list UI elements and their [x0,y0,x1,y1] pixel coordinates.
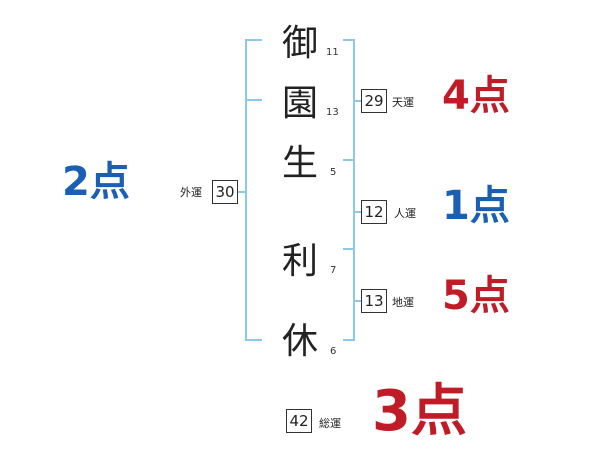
stroke-count-3: 5 [330,167,337,178]
name-char-3: 生 [282,143,319,184]
tenun-label: 天運 [392,96,414,109]
jinun-bracket [343,159,355,250]
gaiun-score: 2点 [62,159,130,205]
chiun-value-box: 13 [361,289,387,313]
stroke-count-4: 7 [330,265,337,276]
chiun-score: 5点 [442,273,510,319]
stroke-count-5: 6 [330,346,337,357]
souun-score: 3点 [372,379,467,444]
name-char-5: 休 [282,321,319,362]
stroke-count-2: 13 [326,107,339,118]
tenun-bracket [343,39,355,161]
name-char-4: 利 [282,241,319,282]
jinun-value-box: 12 [361,200,387,224]
souun-value-box: 42 [286,409,312,433]
tenun-score: 4点 [442,73,510,119]
name-char-2: 園 [282,83,319,124]
stroke-count-1: 11 [326,47,339,58]
jinun-label: 人運 [394,207,416,220]
tenun-value-box: 29 [361,89,387,113]
outer-bracket [245,39,262,341]
chiun-bracket [343,248,355,341]
chiun-label: 地運 [392,296,414,309]
souun-label: 総運 [319,417,341,430]
gaiun-value-box: 30 [212,180,238,204]
gaiun-label: 外運 [180,186,202,199]
jinun-score: 1点 [442,183,510,229]
name-char-1: 御 [282,23,319,64]
